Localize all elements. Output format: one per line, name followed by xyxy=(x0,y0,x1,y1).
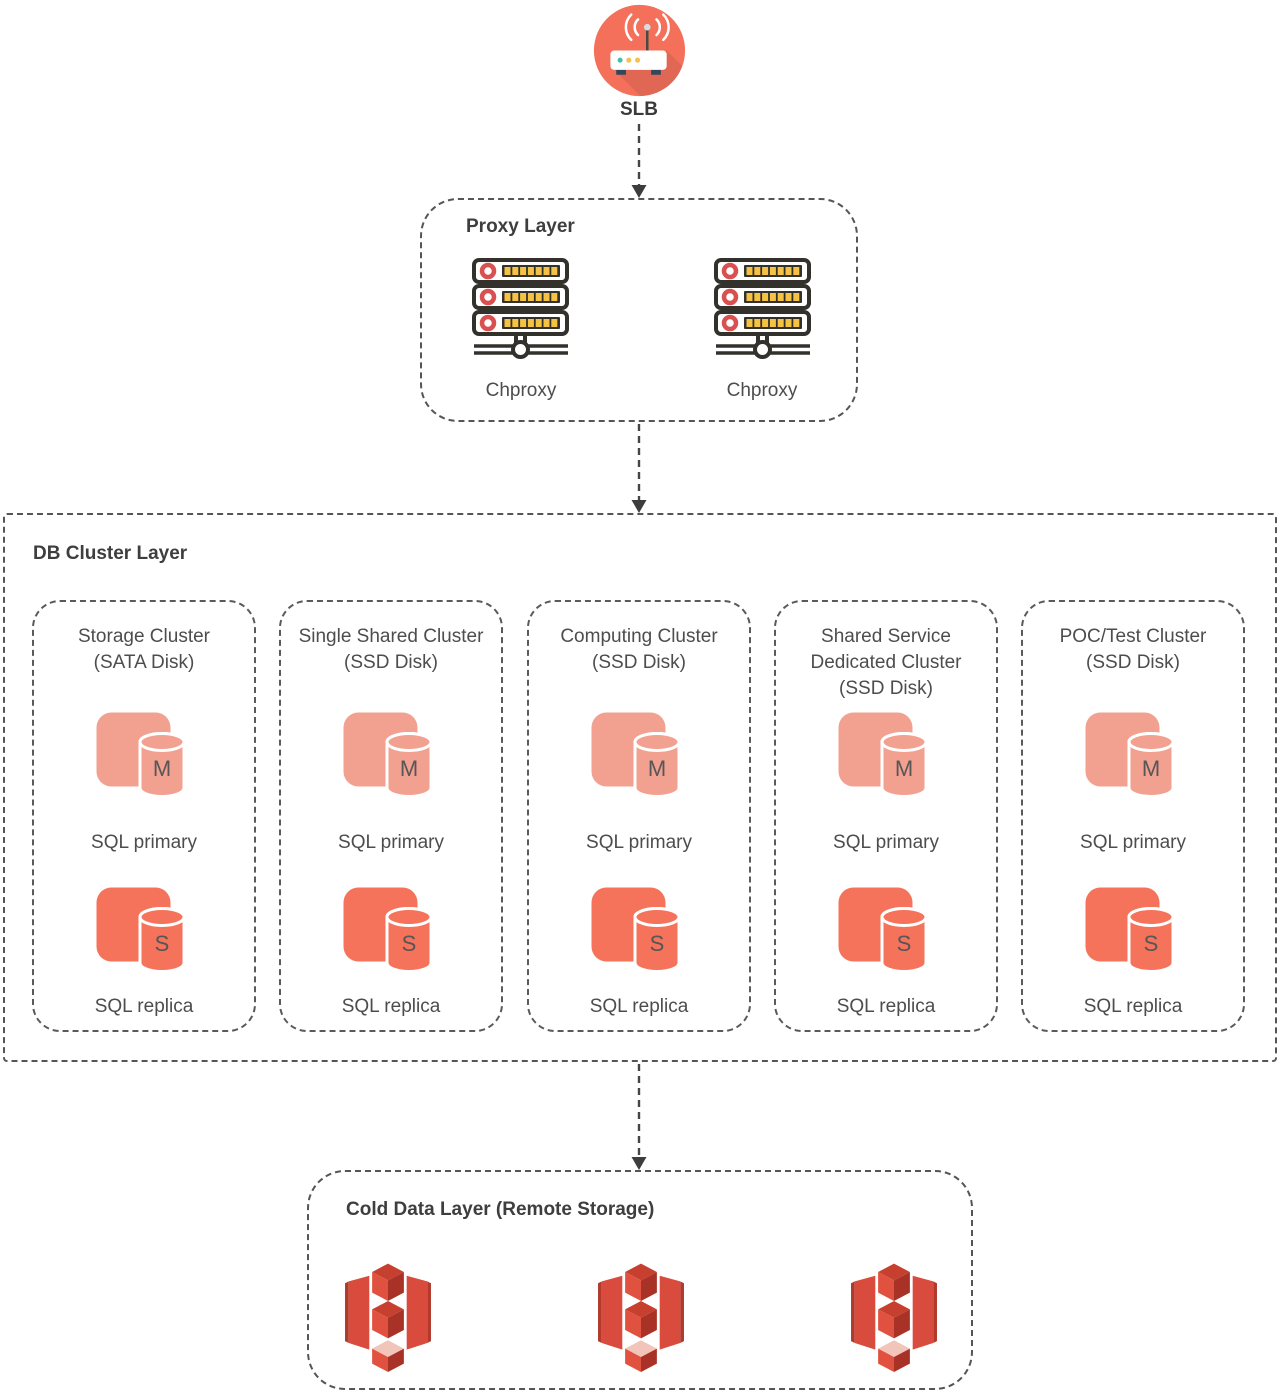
sql-replica-icon: S xyxy=(838,887,928,973)
sql-replica-icon: S xyxy=(1085,887,1175,973)
cluster-name: Computing Cluster xyxy=(560,626,718,647)
cold-data-layer-title: Cold Data Layer (Remote Storage) xyxy=(346,1199,655,1220)
sql-primary-label: SQL primary xyxy=(1080,832,1186,853)
cluster-title: Shared Service Dedicated Cluster (SSD Di… xyxy=(788,624,984,702)
svg-text:M: M xyxy=(400,756,418,781)
slb-label: SLB xyxy=(620,99,658,120)
cold-data-layer-box: Cold Data Layer (Remote Storage) xyxy=(307,1170,973,1390)
svg-text:S: S xyxy=(1144,931,1159,956)
proxy-layer-box: Proxy Layer Chproxy Chproxy xyxy=(420,198,858,422)
cluster-name: Storage Cluster xyxy=(77,626,210,647)
cluster-disk: (SSD Disk) xyxy=(839,678,933,699)
server-stack-icon xyxy=(470,258,572,360)
db-cluster-layer-title: DB Cluster Layer xyxy=(33,543,188,564)
svg-text:M: M xyxy=(153,756,171,781)
cluster-disk: (SSD Disk) xyxy=(1086,652,1180,673)
cluster-title: Single Shared Cluster (SSD Disk) xyxy=(293,624,489,676)
svg-text:M: M xyxy=(648,756,666,781)
arrow-proxy-to-db xyxy=(631,424,647,513)
db-cluster-layer-box: DB Cluster Layer Storage Cluster (SATA D… xyxy=(3,513,1277,1062)
svg-text:S: S xyxy=(155,931,170,956)
sql-replica-icon: S xyxy=(343,887,433,973)
cluster-title: POC/Test Cluster (SSD Disk) xyxy=(1035,624,1231,676)
cluster-disk: (SSD Disk) xyxy=(592,652,686,673)
storage-bucket-icon xyxy=(851,1263,937,1372)
sql-primary-label: SQL primary xyxy=(833,832,939,853)
storage-bucket-icon xyxy=(598,1263,684,1372)
proxy-node-label: Chproxy xyxy=(726,380,798,401)
arrow-db-to-cold xyxy=(631,1064,647,1170)
sql-replica-icon: S xyxy=(591,887,681,973)
cluster-box-storage: Storage Cluster (SATA Disk) M SQL primar… xyxy=(32,600,256,1032)
sql-primary-icon: M xyxy=(591,712,681,798)
sql-primary-label: SQL primary xyxy=(586,832,692,853)
proxy-layer-title: Proxy Layer xyxy=(466,216,575,237)
svg-text:S: S xyxy=(402,931,417,956)
svg-text:M: M xyxy=(1142,756,1160,781)
sql-primary-label: SQL primary xyxy=(338,832,444,853)
cluster-disk: (SATA Disk) xyxy=(93,652,195,673)
proxy-node-label: Chproxy xyxy=(485,380,557,401)
cluster-box-single-shared: Single Shared Cluster (SSD Disk) M SQL p… xyxy=(279,600,503,1032)
wireless-router-icon xyxy=(593,4,686,97)
sql-primary-icon: M xyxy=(1085,712,1175,798)
sql-replica-label: SQL replica xyxy=(836,996,936,1017)
svg-text:M: M xyxy=(895,756,913,781)
sql-primary-label: SQL primary xyxy=(91,832,197,853)
cluster-title: Storage Cluster (SATA Disk) xyxy=(46,624,242,676)
sql-primary-icon: M xyxy=(343,712,433,798)
svg-text:S: S xyxy=(897,931,912,956)
cluster-box-poc-test: POC/Test Cluster (SSD Disk) M SQL primar… xyxy=(1021,600,1245,1032)
cluster-name: POC/Test Cluster xyxy=(1059,626,1207,647)
sql-primary-icon: M xyxy=(96,712,186,798)
cluster-box-computing: Computing Cluster (SSD Disk) M SQL prima… xyxy=(527,600,751,1032)
sql-replica-icon: S xyxy=(96,887,186,973)
sql-replica-label: SQL replica xyxy=(341,996,441,1017)
cluster-name: Single Shared Cluster xyxy=(298,626,484,647)
storage-bucket-icon xyxy=(345,1263,431,1372)
sql-replica-label: SQL replica xyxy=(1083,996,1183,1017)
sql-replica-label: SQL replica xyxy=(589,996,689,1017)
sql-replica-label: SQL replica xyxy=(94,996,194,1017)
arrow-slb-to-proxy xyxy=(631,124,647,198)
cluster-name: Shared Service Dedicated Cluster xyxy=(810,626,962,673)
cluster-box-shared-service: Shared Service Dedicated Cluster (SSD Di… xyxy=(774,600,998,1032)
server-stack-icon xyxy=(712,258,814,360)
cluster-title: Computing Cluster (SSD Disk) xyxy=(541,624,737,676)
cluster-disk: (SSD Disk) xyxy=(344,652,438,673)
svg-text:S: S xyxy=(650,931,665,956)
sql-primary-icon: M xyxy=(838,712,928,798)
